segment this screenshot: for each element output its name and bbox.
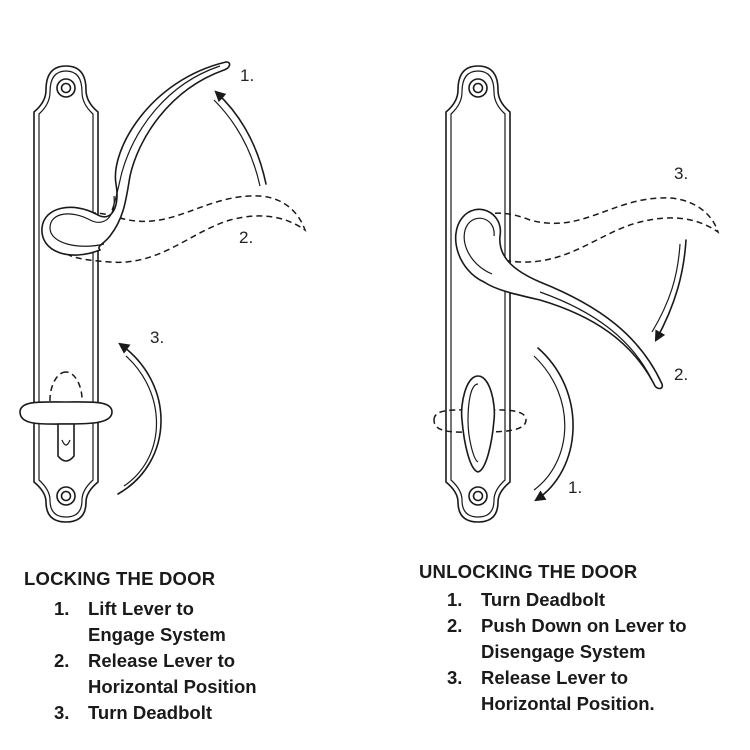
step-text: Lift Lever to Engage System [88, 598, 226, 645]
step-text: Release Lever to Horizontal Position. [481, 667, 655, 714]
step-number: 2. [447, 615, 463, 636]
left-label-3: 3. [150, 328, 164, 347]
right-lever-horizontal-dashed [472, 197, 720, 263]
right-escutcheon-plate [445, 65, 511, 523]
left-lever-lifted [41, 61, 231, 256]
left-top-screw-icon [56, 78, 76, 98]
right-arrow-deadbolt [534, 347, 574, 502]
right-bottom-screw-icon [468, 486, 488, 506]
list-item: 1. Turn Deadbolt [447, 587, 687, 613]
list-item: 1. Lift Lever to Engage System [54, 596, 257, 648]
left-label-2: 2. [239, 228, 253, 247]
list-item: 2. Release Lever to Horizontal Position [54, 648, 257, 700]
list-item: 3. Turn Deadbolt [54, 700, 257, 726]
right-label-2: 2. [674, 365, 688, 384]
left-escutcheon-plate [33, 65, 99, 523]
step-number: 1. [54, 598, 70, 619]
locking-handle-illustration: 1. 2. 3. [19, 61, 307, 523]
locking-instructions: LOCKING THE DOOR 1. Lift Lever to Engage… [24, 568, 257, 726]
left-bottom-screw-icon [56, 486, 76, 506]
right-arrow-release [654, 239, 687, 342]
left-arrow-lift [214, 90, 267, 185]
left-escutcheon-inner [38, 70, 94, 518]
left-thumbturn [19, 401, 113, 425]
unlocking-title: UNLOCKING THE DOOR [419, 561, 638, 582]
step-text: Push Down on Lever to Disengage System [481, 615, 687, 662]
left-label-1: 1. [240, 66, 254, 85]
unlocking-handle-illustration: 3. 2. 1. [433, 65, 720, 523]
unlocking-instructions: UNLOCKING THE DOOR 1. Turn Deadbolt 2. P… [419, 561, 687, 717]
list-item: 2. Push Down on Lever to Disengage Syste… [447, 613, 687, 665]
list-item: 3. Release Lever to Horizontal Position. [447, 665, 687, 717]
step-text: Turn Deadbolt [481, 589, 606, 610]
locking-steps: 1. Lift Lever to Engage System 2. Releas… [54, 596, 257, 726]
locking-title: LOCKING THE DOOR [24, 568, 216, 589]
step-number: 3. [54, 702, 70, 723]
left-arrow-deadbolt [117, 342, 162, 495]
door-lock-diagram: 1. 2. 3. 3. 2. 1. [19, 61, 720, 523]
step-text: Release Lever to Horizontal Position [88, 650, 257, 697]
unlocking-steps: 1. Turn Deadbolt 2. Push Down on Lever t… [447, 587, 687, 717]
right-escutcheon-inner [450, 70, 506, 518]
right-label-1: 1. [568, 478, 582, 497]
right-thumbturn-dashed [433, 409, 527, 433]
step-number: 2. [54, 650, 70, 671]
step-number: 1. [447, 589, 463, 610]
step-number: 3. [447, 667, 463, 688]
right-thumbturn [460, 375, 496, 473]
step-text: Turn Deadbolt [88, 702, 213, 723]
right-top-screw-icon [468, 78, 488, 98]
right-label-3: 3. [674, 164, 688, 183]
